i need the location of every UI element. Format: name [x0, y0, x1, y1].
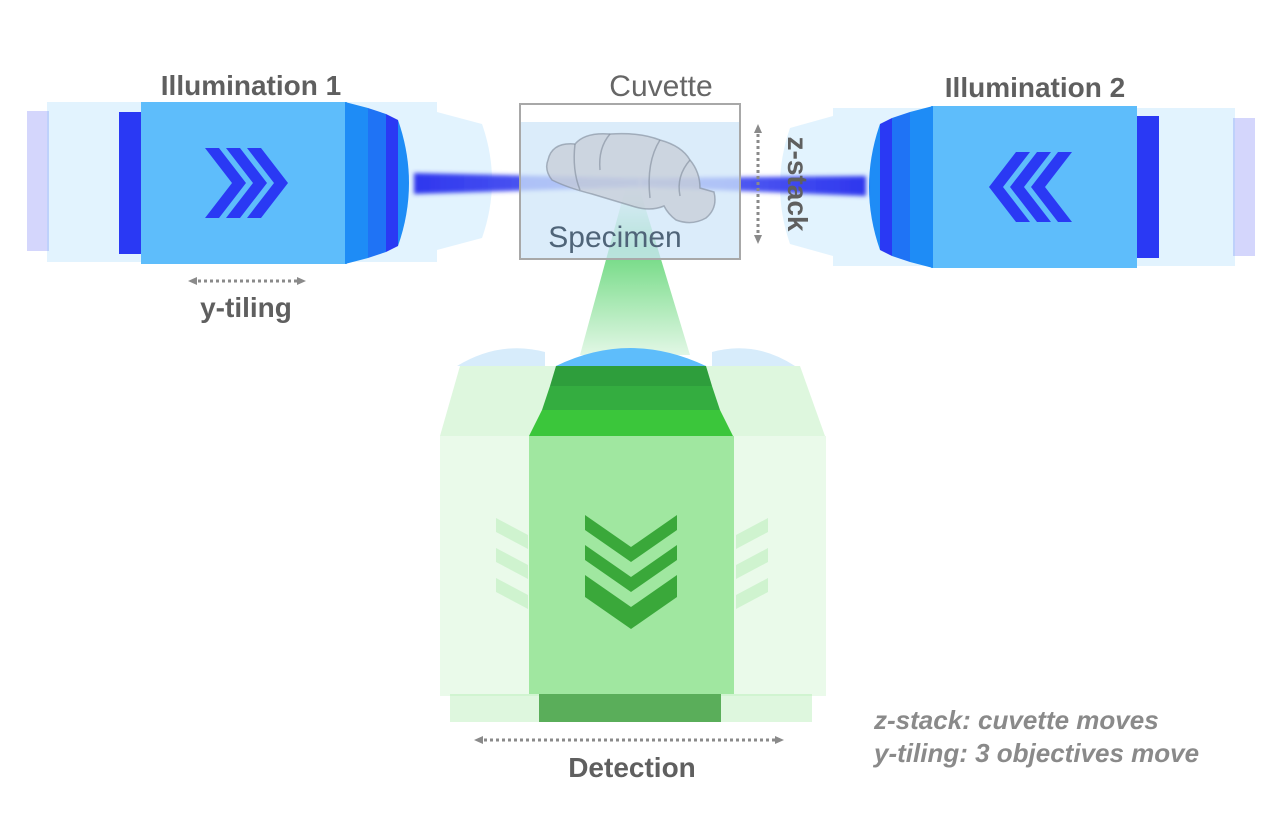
legend-notes: z-stack: cuvette moves y-tiling: 3 objec…	[872, 705, 1199, 768]
illumination-2-ring	[1135, 116, 1159, 258]
detection-objective: Detection	[440, 190, 826, 783]
illumination-1-label: Illumination 1	[161, 70, 341, 101]
illumination-2-taper-band	[880, 118, 892, 256]
illumination-2-taper	[910, 106, 933, 268]
note-z-stack: z-stack: cuvette moves	[873, 705, 1159, 735]
specimen-label: Specimen	[548, 221, 681, 254]
illumination-1-lens	[398, 120, 409, 246]
illumination-1-ghost-back	[27, 111, 49, 251]
cuvette-label: Cuvette	[609, 70, 712, 103]
y-tiling-label: y-tiling	[200, 292, 292, 323]
detection-ghost-lens-right	[712, 348, 795, 366]
mouse-brain-icon	[545, 132, 716, 224]
illumination-1-taper	[345, 102, 368, 264]
detection-light-cone	[580, 190, 690, 355]
illumination-2-taper-band	[892, 112, 910, 262]
illumination-1-taper-band	[368, 108, 386, 258]
detection-label: Detection	[568, 752, 696, 783]
chevron-left-triple-icon	[989, 152, 1072, 222]
detection-taper-band	[542, 386, 720, 410]
detection-taper	[550, 366, 712, 386]
z-stack-indicator: z-stack	[754, 124, 813, 244]
detection-body	[529, 436, 734, 694]
illumination-2-lens	[869, 124, 880, 250]
illumination-2-label: Illumination 2	[945, 72, 1125, 103]
illumination-1-ring	[119, 112, 143, 254]
chevron-down-triple-icon	[585, 515, 677, 629]
detection-lens	[556, 348, 706, 366]
chevron-right-triple-icon	[205, 148, 288, 218]
illumination-1-objective: Illumination 1 y-tiling	[27, 70, 492, 323]
illumination-2-objective: Illumination 2	[780, 72, 1255, 268]
note-y-tiling: y-tiling: 3 objectives move	[872, 738, 1199, 768]
detection-taper-band	[529, 410, 733, 436]
cuvette: Cuvette Specimen	[519, 70, 741, 260]
detection-base	[539, 694, 721, 722]
detection-ghost-lens-left	[457, 348, 545, 366]
chevron-down-ghost-right-icon	[736, 518, 768, 609]
cuvette-outline	[519, 103, 741, 260]
chevron-down-ghost-left-icon	[496, 518, 528, 609]
illumination-1-taper-band	[386, 114, 398, 252]
illumination-2-ghost-back	[1233, 118, 1255, 256]
z-stack-label: z-stack	[782, 137, 813, 232]
